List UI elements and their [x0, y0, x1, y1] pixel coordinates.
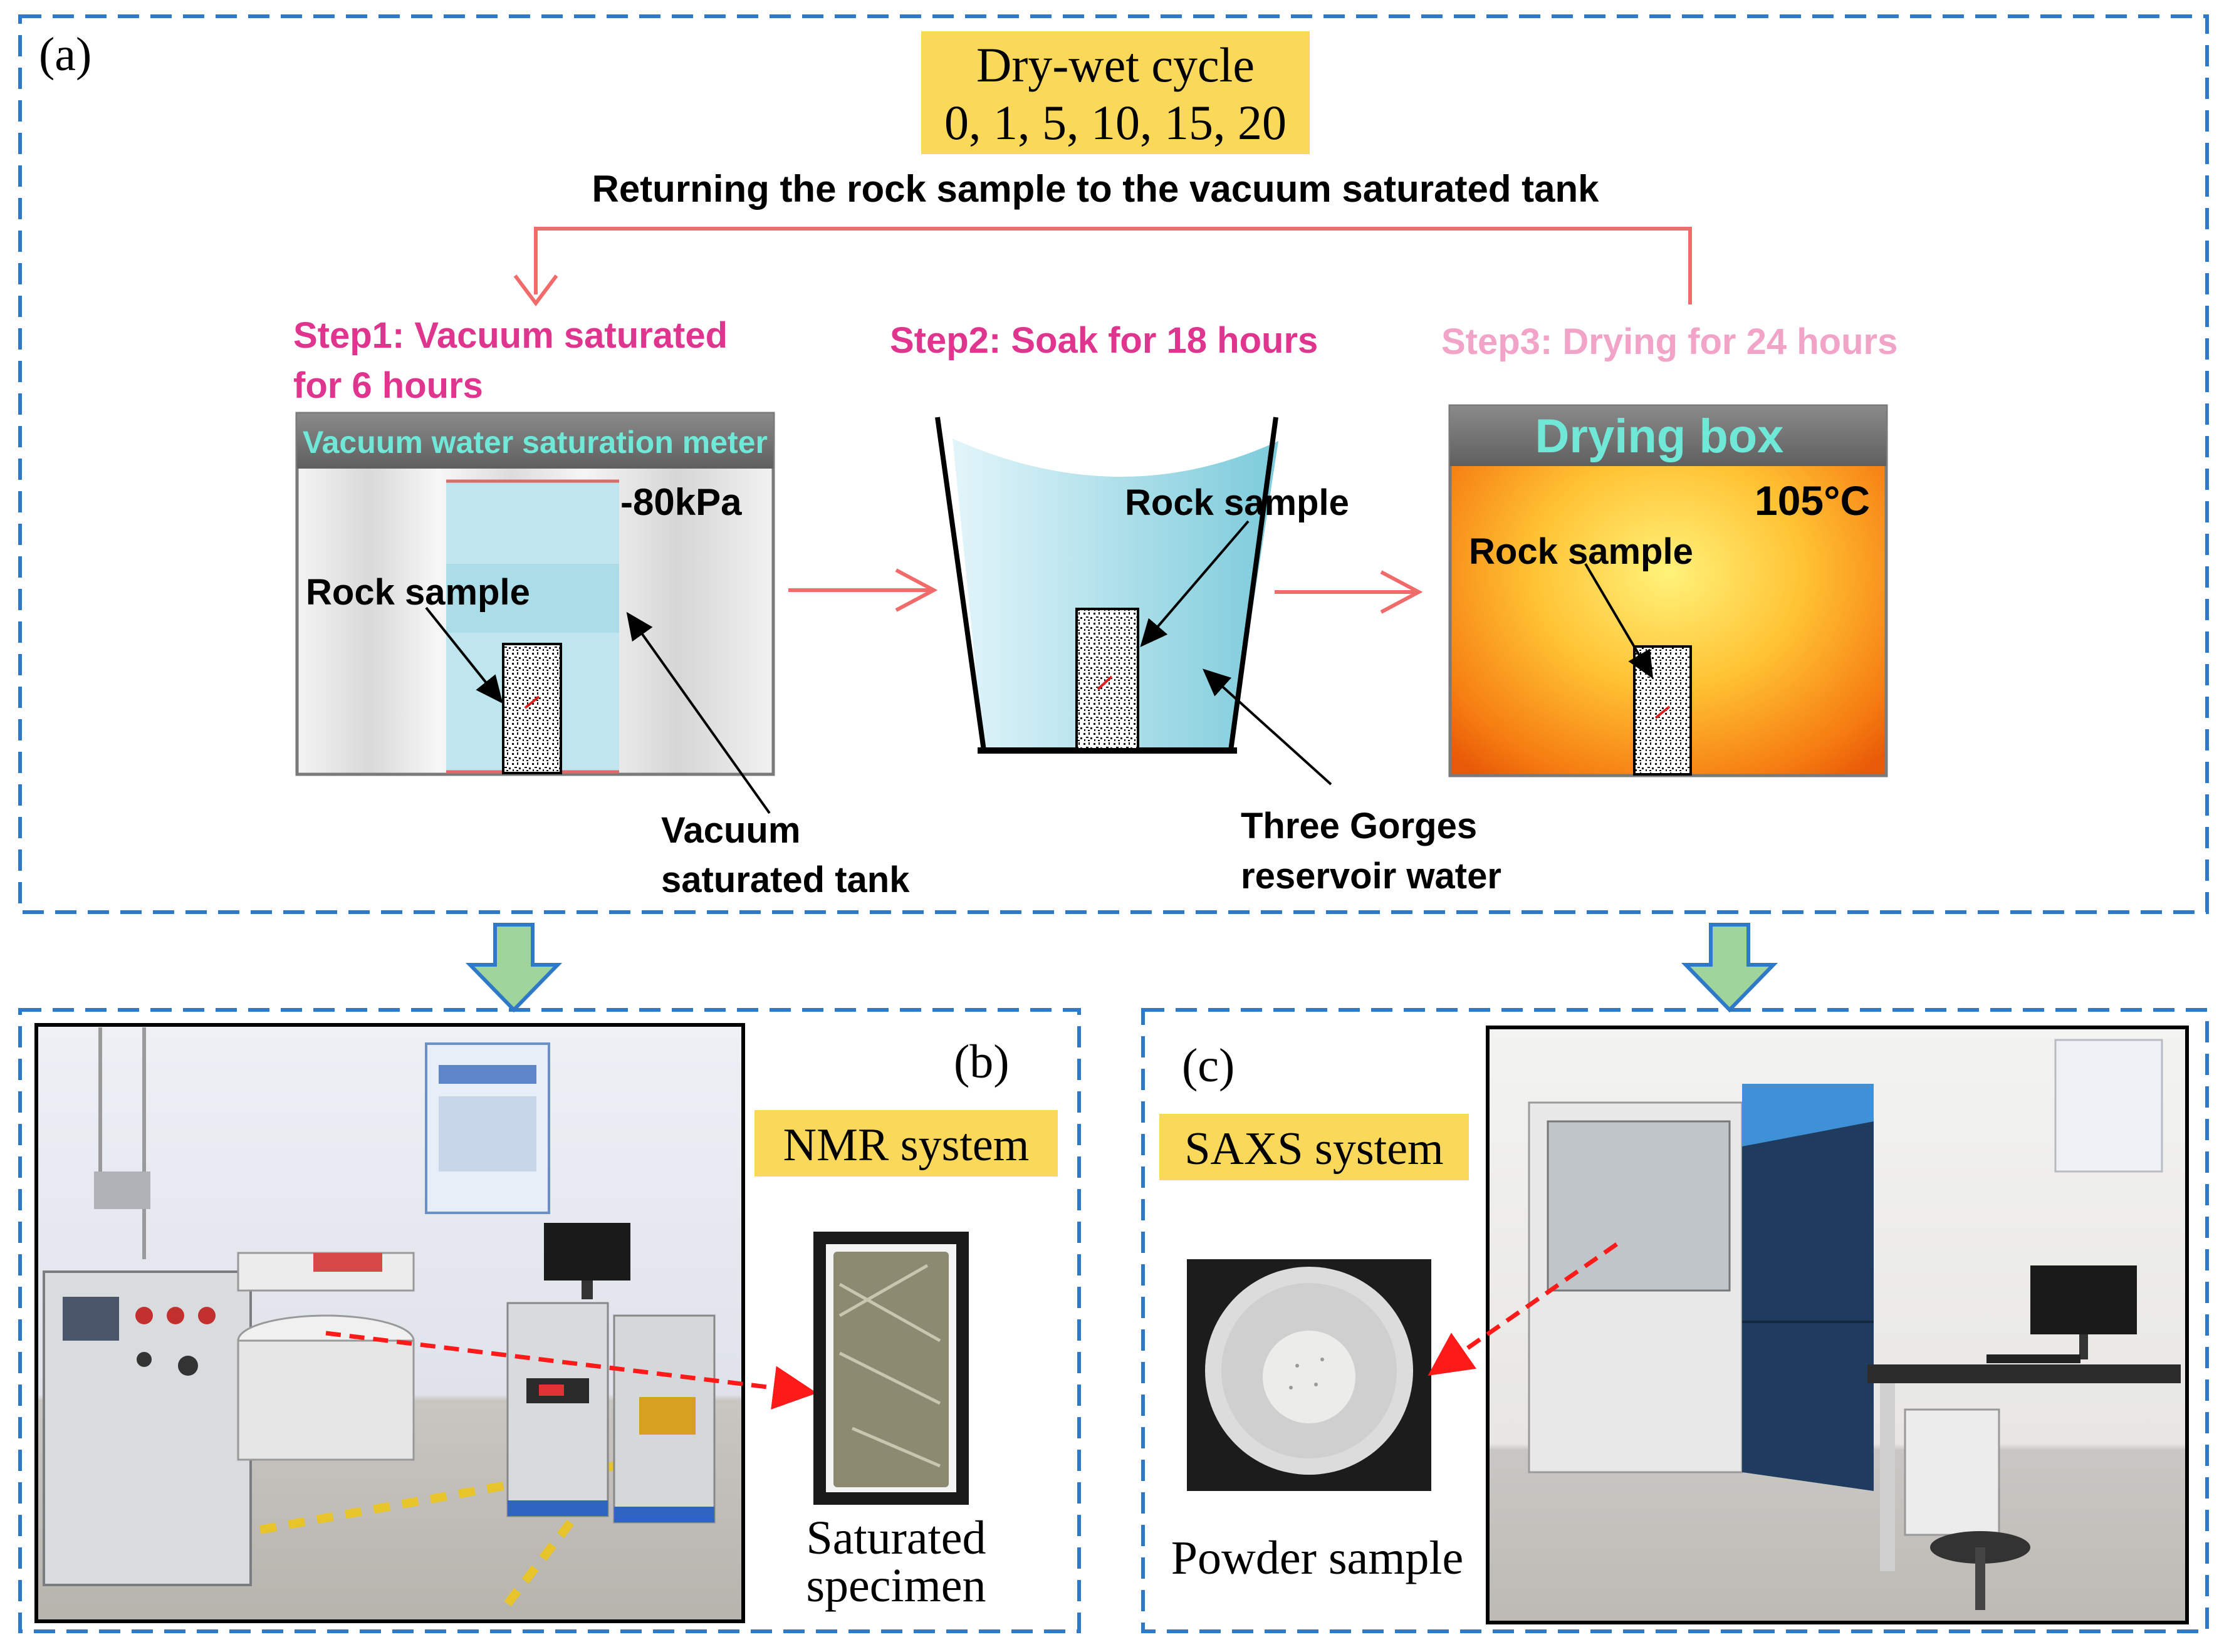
panel-c-border: [1141, 1008, 2209, 1633]
powder-label: Powder sample: [1171, 1532, 1463, 1584]
nmr-label-box: [754, 1110, 1058, 1177]
rock-label-1: Rock sample: [306, 572, 530, 613]
panel-c-label: (c): [1182, 1039, 1235, 1092]
step1-title-line2: for 6 hours: [293, 365, 483, 406]
flow-arrow-2: [1275, 570, 1423, 614]
return-arrow: [534, 227, 1692, 304]
nmr-label: NMR system: [783, 1120, 1030, 1171]
rock-label-2: Rock sample: [1125, 482, 1349, 523]
water-label-line2: reservoir water: [1241, 856, 1501, 896]
soak-tank: Rock sample Three Gorges reservoir water: [935, 417, 1501, 896]
drying-box-header: [1450, 406, 1886, 466]
down-arrow-left: [465, 923, 563, 1013]
saxs-pointer-arrow: [1428, 1242, 1619, 1376]
return-arrow-head: [513, 274, 558, 306]
nmr-lab-photo: [34, 1023, 817, 1623]
saturated-specimen-photo: [813, 1232, 969, 1505]
panel-b-label: (b): [954, 1036, 1010, 1088]
rock-sample-3: [1633, 645, 1692, 776]
rock-sample-1: [502, 643, 562, 774]
flow-arrow-1: [788, 568, 938, 612]
down-arrow-right: [1681, 923, 1778, 1013]
vacuum-meter-header: [297, 413, 773, 469]
cycle-box-line2: 0, 1, 5, 10, 15, 20: [944, 95, 1287, 150]
step1-title-line1: Step1: Vacuum saturated: [293, 315, 728, 356]
temperature-readout: 105°C: [1755, 477, 1870, 524]
saxs-label-box: [1159, 1114, 1469, 1180]
cycle-box: [921, 31, 1310, 154]
drying-box: Drying box 105°C Rock sample: [1448, 404, 1888, 777]
water-label-line1: Three Gorges: [1241, 806, 1477, 846]
return-note: Returning the rock sample to the vacuum …: [592, 168, 1599, 210]
step2-title: Step2: Soak for 18 hours: [890, 320, 1318, 361]
pressure-readout: -80kPa: [620, 481, 742, 523]
panel-b-border: [18, 1008, 1081, 1633]
cycle-box-line1: Dry-wet cycle: [976, 38, 1255, 92]
nmr-pointer-arrow: [325, 1331, 817, 1410]
tank-label-line1: Vacuum: [661, 810, 800, 851]
specimen-label-line1: Saturated: [806, 1512, 986, 1564]
panel-a-border: [18, 14, 2209, 914]
step3-title: Step3: Drying for 24 hours: [1441, 321, 1898, 362]
specimen-label-line2: specimen: [806, 1559, 986, 1612]
saxs-label: SAXS system: [1184, 1123, 1443, 1175]
panel-a-label: (a): [39, 28, 91, 81]
saxs-lab-photo: [1428, 1026, 2189, 1624]
nmr-cabinet-1: [506, 1302, 609, 1517]
vacuum-meter-title: Vacuum water saturation meter: [303, 425, 768, 460]
powder-sample-photo: [1187, 1259, 1431, 1491]
drying-box-title: Drying box: [1535, 410, 1784, 463]
tank-label-line2: saturated tank: [661, 860, 910, 900]
rock-label-3: Rock sample: [1469, 531, 1693, 572]
vacuum-meter: Vacuum water saturation meter -80kPa Roc…: [295, 412, 910, 900]
